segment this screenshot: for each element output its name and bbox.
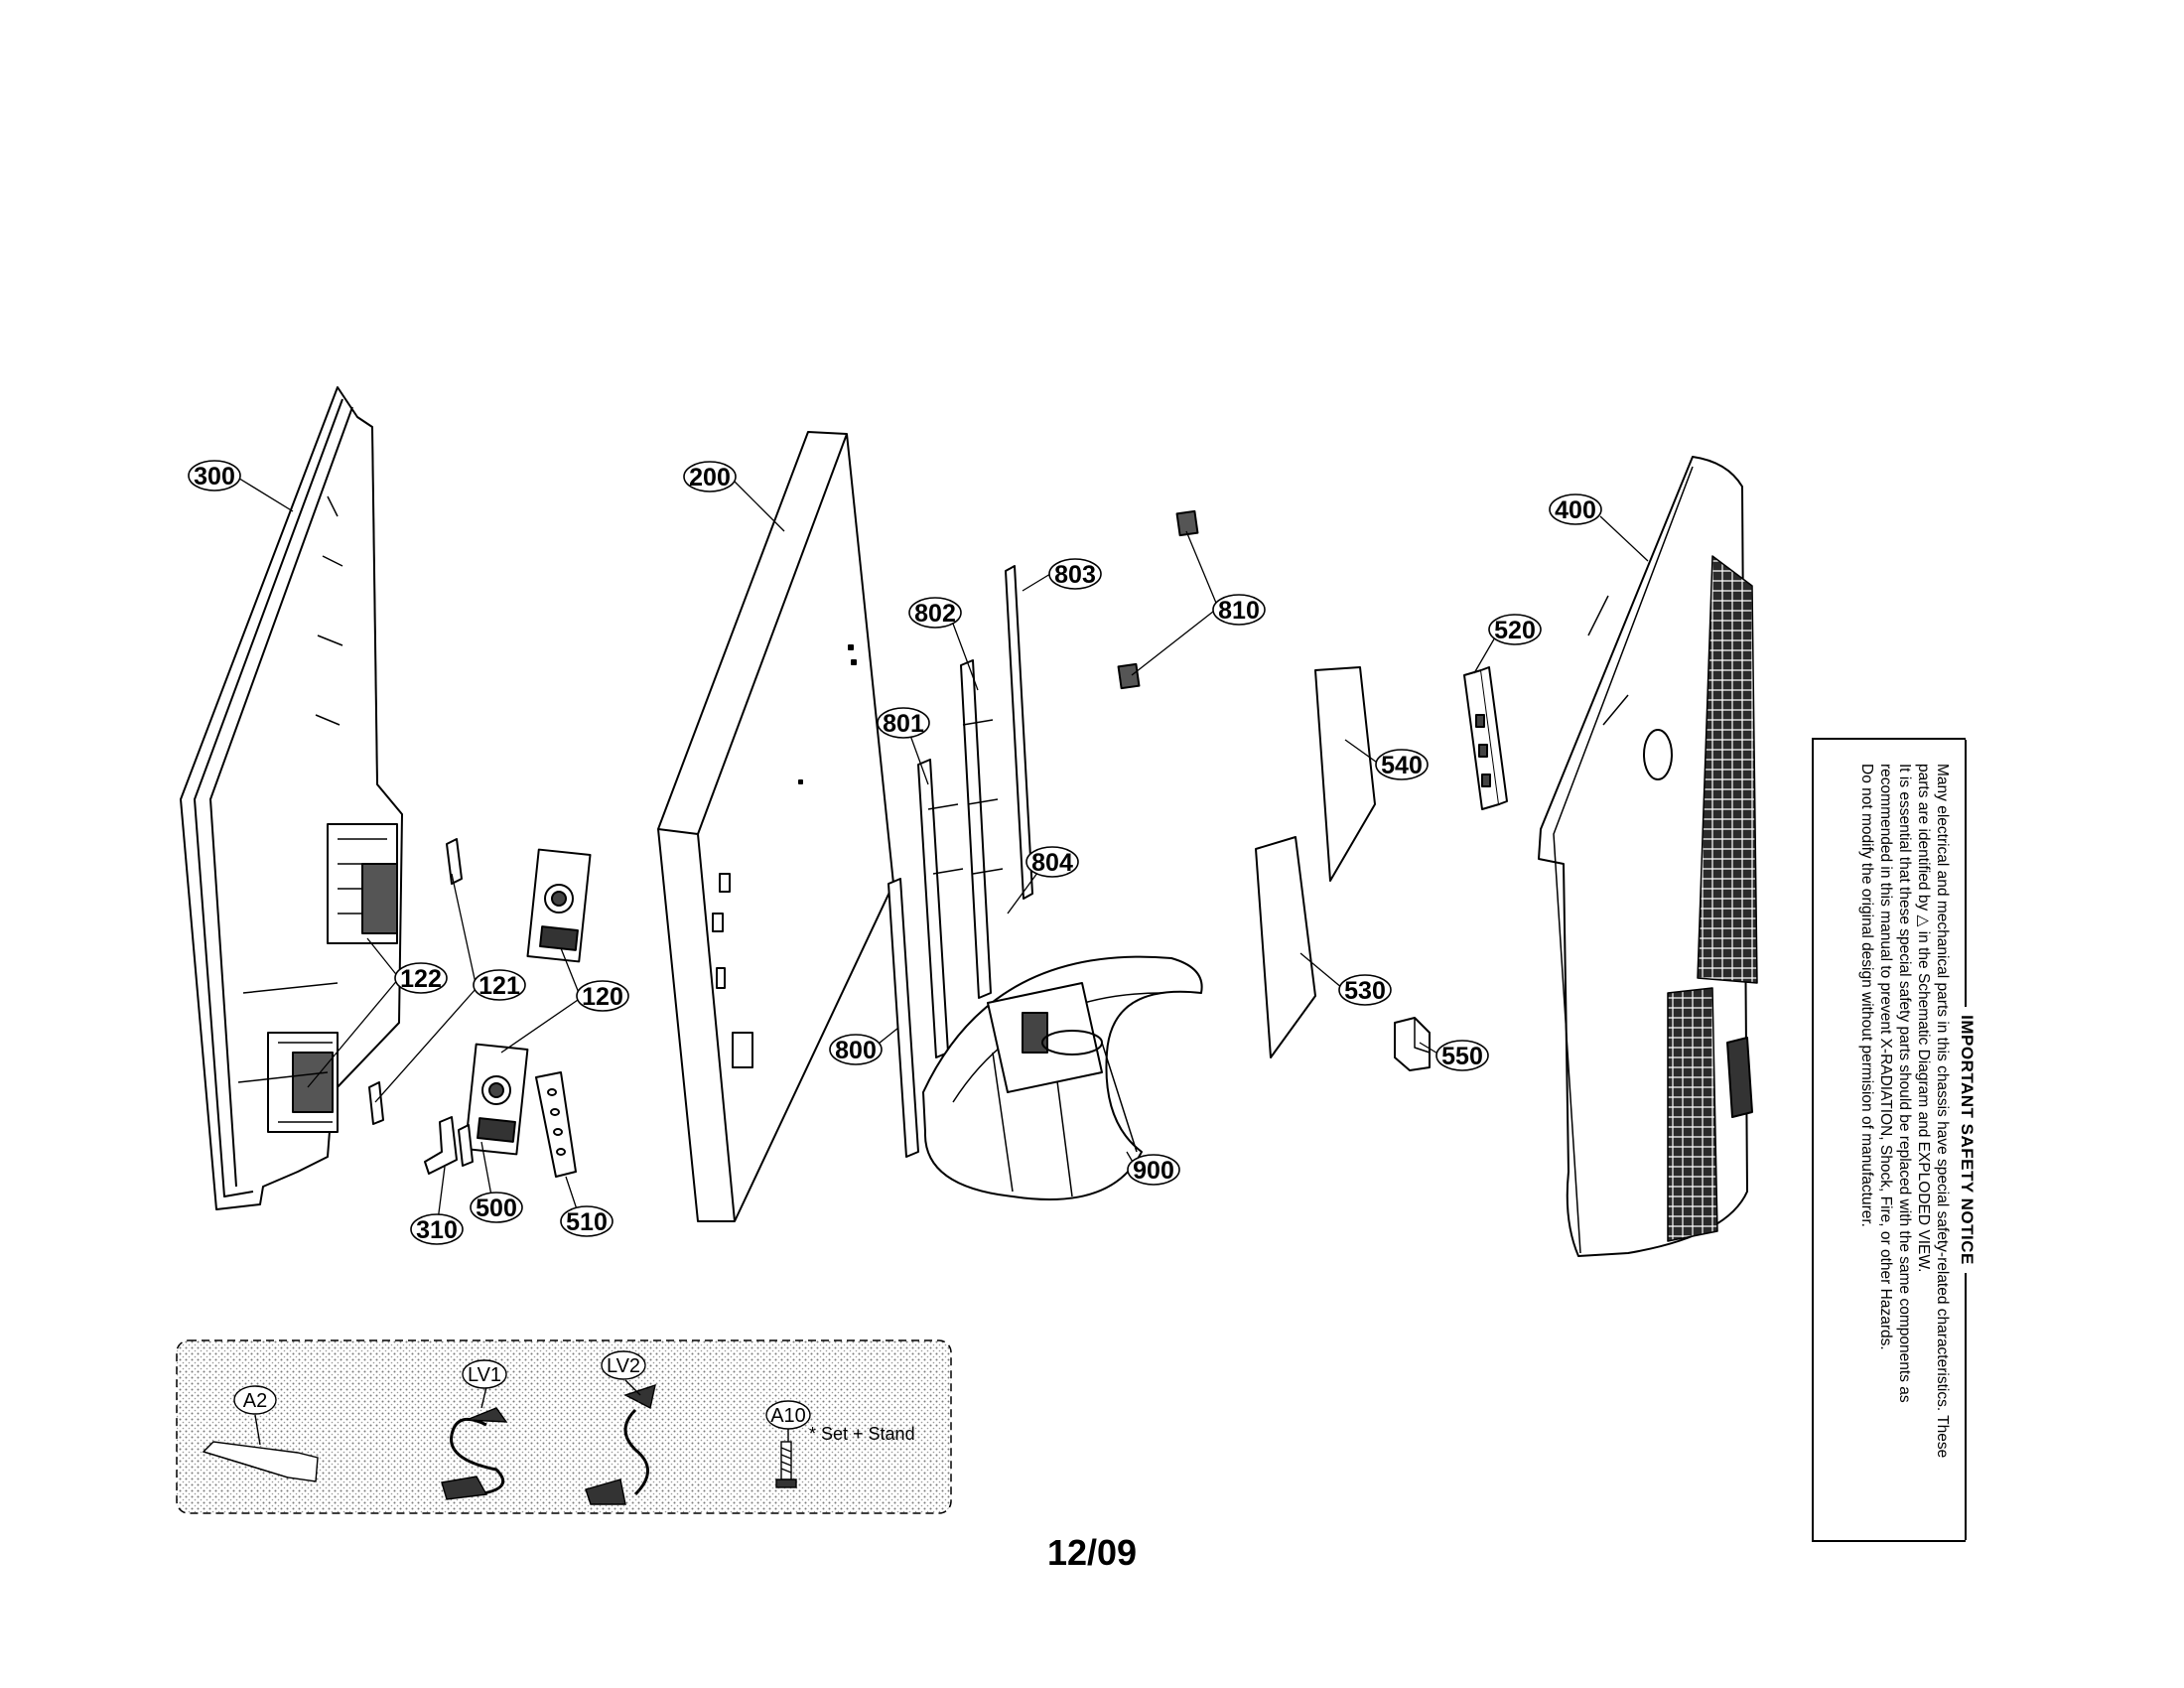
holder-550-part xyxy=(1394,1017,1431,1071)
accessory-a10-label: A10 xyxy=(770,1405,806,1427)
speaker-grille-part xyxy=(535,1071,577,1178)
callout-200: 200 xyxy=(683,461,737,492)
callout-800: 800 xyxy=(829,1034,883,1065)
safety-notice-line: Do not modify the original design withou… xyxy=(1858,764,1875,1227)
accessory-a2: A2 xyxy=(202,1385,319,1482)
accessory-lv1-cable: LV1 xyxy=(441,1359,508,1500)
accessory-lv2-cable: LV2 xyxy=(585,1350,656,1505)
callout-810: 810 xyxy=(1212,594,1266,626)
callout-530-label: 530 xyxy=(1344,977,1386,1005)
callout-530: 530 xyxy=(1338,974,1392,1006)
stand-base-part xyxy=(922,955,1203,1200)
callout-200-label: 200 xyxy=(689,464,731,492)
safety-notice-line: parts are identified by △ in the Schemat… xyxy=(1915,764,1932,1273)
accessory-lv1-label: LV1 xyxy=(468,1364,501,1386)
callout-labels: 300 200 400 803 802 810 520 801 540 804 … xyxy=(188,460,1602,1245)
board-cluster-upper xyxy=(327,823,398,944)
callout-122: 122 xyxy=(394,962,448,994)
safety-notice-line: Many electrical and mechanical parts in … xyxy=(1934,764,1951,1459)
callout-120-label: 120 xyxy=(582,983,623,1011)
callout-801: 801 xyxy=(877,707,930,739)
callout-310: 310 xyxy=(410,1213,464,1245)
safety-notice-line: recommended in this manual to prevent X-… xyxy=(1877,764,1894,1350)
callout-510: 510 xyxy=(560,1205,614,1237)
callout-810-label: 810 xyxy=(1218,597,1260,625)
callout-804-label: 804 xyxy=(1031,849,1073,877)
leader-lines xyxy=(235,476,1649,1229)
safety-notice: IMPORTANT SAFETY NOTICE Many electrical … xyxy=(1812,738,1977,1542)
callout-122-label: 122 xyxy=(400,965,442,993)
insulation-sheet-540-part xyxy=(1314,666,1376,882)
bracket-310-part xyxy=(424,1116,474,1175)
callout-400-label: 400 xyxy=(1555,496,1596,524)
back-cover-part xyxy=(1538,456,1758,1257)
callout-540-label: 540 xyxy=(1381,752,1423,779)
accessory-a2-label: A2 xyxy=(243,1390,267,1412)
stand-brackets-part xyxy=(887,565,1033,1158)
callout-300-label: 300 xyxy=(194,463,235,491)
accessory-a10-screw: A10 * Set + Stand xyxy=(765,1400,915,1488)
accessory-lv2-label: LV2 xyxy=(607,1355,640,1377)
accessories-box: A2 LV1 LV2 A10 * Set + Stand xyxy=(176,1339,952,1514)
callout-500: 500 xyxy=(470,1192,523,1223)
callout-120: 120 xyxy=(576,980,629,1012)
speaker-lower-part xyxy=(464,1043,529,1156)
callout-803-label: 803 xyxy=(1054,561,1096,589)
callout-801-label: 801 xyxy=(883,710,924,738)
callout-121: 121 xyxy=(473,969,526,1001)
callout-500-label: 500 xyxy=(476,1195,517,1222)
callout-550: 550 xyxy=(1435,1040,1489,1071)
callout-520-label: 520 xyxy=(1494,617,1536,644)
insulation-sheet-530-part xyxy=(1255,836,1316,1058)
clip-810-part xyxy=(1117,509,1199,690)
callout-121-label: 121 xyxy=(478,972,520,1000)
callout-520: 520 xyxy=(1488,614,1542,645)
safety-notice-title: IMPORTANT SAFETY NOTICE xyxy=(1958,1007,1977,1273)
accessory-a10-note: * Set + Stand xyxy=(809,1424,915,1444)
callout-803: 803 xyxy=(1048,558,1102,590)
bracket-clip-part xyxy=(368,838,463,1125)
callout-800-label: 800 xyxy=(835,1037,877,1064)
safety-notice-line: It is essential that these special safet… xyxy=(1896,764,1913,1403)
terminal-bracket-part xyxy=(1463,666,1508,810)
safety-notice-body: Many electrical and mechanical parts in … xyxy=(1857,764,1952,1516)
front-bezel-part xyxy=(180,386,403,1210)
callout-300: 300 xyxy=(188,460,241,492)
callout-900-label: 900 xyxy=(1133,1157,1174,1185)
board-cluster-lower xyxy=(267,1032,339,1133)
callout-802-label: 802 xyxy=(914,600,956,628)
callout-804: 804 xyxy=(1025,846,1079,878)
callout-900: 900 xyxy=(1127,1154,1180,1186)
page-number: 12/09 xyxy=(1046,1532,1138,1573)
callout-310-label: 310 xyxy=(416,1216,458,1244)
callout-540: 540 xyxy=(1375,749,1429,780)
callout-802: 802 xyxy=(908,597,962,629)
callout-400: 400 xyxy=(1549,493,1602,525)
speaker-upper-part xyxy=(526,848,592,963)
callout-510-label: 510 xyxy=(566,1208,608,1236)
callout-550-label: 550 xyxy=(1441,1043,1483,1070)
display-panel-part xyxy=(657,431,894,1222)
